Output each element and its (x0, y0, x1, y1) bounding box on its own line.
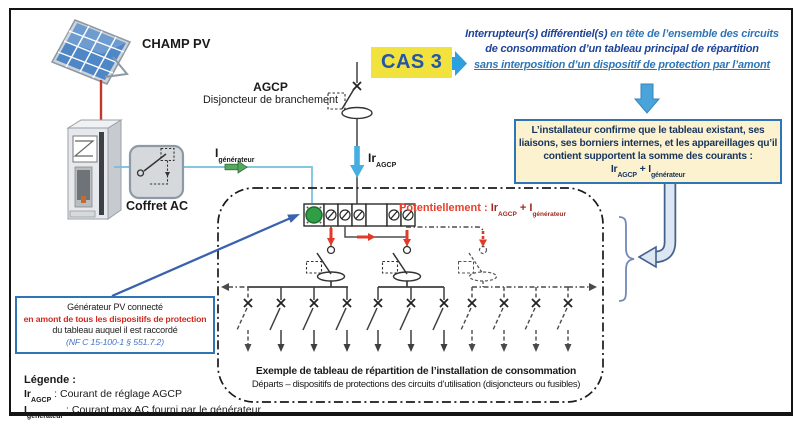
differential-switch-3-dashed (458, 245, 498, 287)
diagram-frame (9, 8, 793, 416)
coffret-ac-icon (128, 144, 185, 200)
board-caption: Exemple de tableau de répartition de l’i… (230, 365, 602, 392)
pv-note-reference: (NF C 15-100-1 § 551.7.2) (66, 336, 164, 347)
distribution-board-boundary (217, 187, 604, 403)
bus-extension-arrow-left (221, 283, 248, 291)
current-arrows-red (327, 228, 487, 247)
legend-item-i-generateur: Igénérateur : Courant max AC fourni par … (24, 403, 261, 420)
coffret-switch-icon (136, 147, 175, 185)
pv-note-line-2: en amont de tous les dispositifs de prot… (23, 313, 207, 324)
cas3-badge: CAS 3 (371, 47, 453, 78)
potentiellement-label: Potentiellement : IrAGCP + Igénérateur (399, 202, 567, 219)
ir-agcp-label: IrAGCP (368, 151, 397, 170)
breaker-drops-solid-1 (269, 287, 352, 352)
headline-down-arrow-icon (633, 83, 661, 114)
headline-line-1: Interrupteur(s) différentiel(s) en tête … (465, 28, 779, 40)
board-caption-subtitle: Départs – dispositifs de protections des… (251, 378, 581, 390)
solar-panel-icon (50, 19, 132, 85)
installer-confirmation-box: L’installateur confirme que le tableau e… (514, 119, 782, 185)
legend-item-ir-agcp: IrAGCP : Courant de réglage AGCP (24, 387, 182, 404)
agcp-label: AGCP Disjoncteur de branchement (193, 80, 348, 107)
brace-bracket (618, 216, 635, 302)
installer-line-1: L’installateur confirme que le tableau e… (531, 125, 765, 136)
agcp-subtitle: Disjoncteur de branchement (202, 94, 339, 107)
ir-agcp-arrow-icon (350, 146, 365, 178)
legend-title: Légende : (24, 374, 76, 386)
bus-extension-arrow-right (568, 283, 597, 291)
differential-switch-2 (381, 245, 422, 287)
coffret-ac-label: Coffret AC (126, 199, 189, 213)
installer-line-2: liaisons, ses borniers internes, et les … (518, 137, 778, 149)
pv-connection-note: Générateur PV connecté en amont de tous … (15, 296, 215, 354)
agcp-title: AGCP (253, 80, 288, 94)
legend: Légende : IrAGCP : Courant de réglage AG… (24, 374, 261, 420)
pv-terminal-green (305, 206, 323, 224)
curved-left-arrow-icon (637, 178, 677, 269)
pv-note-line-3: du tableau auquel il est raccordé (52, 325, 178, 335)
installer-line-3: contient supportent la somme des courant… (543, 150, 753, 162)
breaker-drops-dashed-3 (460, 287, 573, 352)
installer-formula: IrAGCP + Igénérateur (610, 163, 686, 180)
i-generateur-arrow-icon (224, 160, 248, 174)
headline-text: Interrupteur(s) différentiel(s) en tête … (450, 27, 794, 73)
differential-switch-1 (305, 245, 346, 287)
inverter-icon (66, 119, 123, 220)
headline-line-2: de consommation d’un tableau principal d… (485, 43, 759, 56)
note-pointer-arrow (111, 214, 300, 298)
board-caption-title: Exemple de tableau de répartition de l’i… (255, 366, 577, 377)
terminal-screws (325, 209, 414, 221)
headline-line-3: sans interposition d’un dispositif de pr… (473, 58, 771, 71)
champ-pv-label: CHAMP PV (142, 36, 211, 51)
breaker-drops-solid-2 (366, 287, 449, 352)
pv-note-line-1: Générateur PV connecté (67, 302, 163, 312)
breaker-drop-dashed (236, 287, 253, 352)
i-generateur-label: Igénérateur (215, 146, 255, 165)
